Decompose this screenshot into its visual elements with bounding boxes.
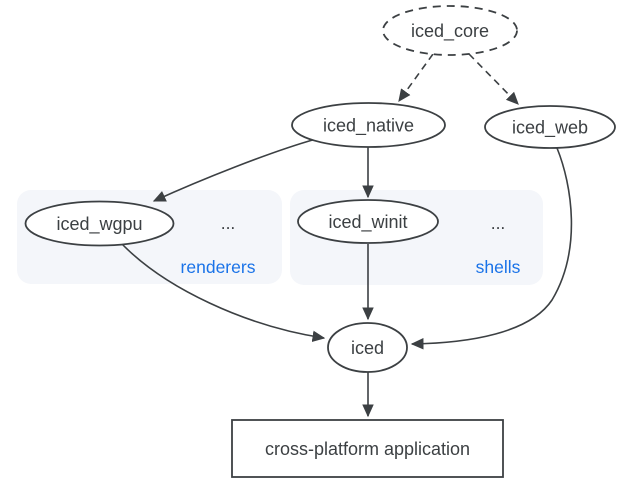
node-iced-winit: iced_winit (297, 199, 439, 244)
node-iced-wgpu: iced_wgpu (24, 200, 175, 247)
iced-core-ellipse (382, 5, 518, 56)
edge-iced-core-to-iced-web (468, 53, 519, 105)
iced-web-ellipse (484, 105, 616, 149)
renderers-group-label: renderers (181, 257, 256, 277)
node-iced-core: iced_core (382, 5, 518, 56)
application-label: cross-platform application (265, 439, 470, 459)
iced-winit-ellipse (297, 199, 439, 244)
iced-web-label: iced_web (512, 118, 588, 139)
iced-label: iced (351, 338, 384, 358)
iced-wgpu-label: iced_wgpu (56, 214, 142, 235)
iced-native-label: iced_native (323, 116, 414, 137)
node-application: cross-platform application (231, 419, 504, 478)
iced-core-label: iced_core (411, 21, 489, 42)
node-iced: iced (327, 322, 408, 373)
iced-wgpu-ellipse (24, 200, 175, 247)
renderers-ellipsis: ... (221, 213, 236, 233)
shells-ellipsis: ... (491, 213, 506, 233)
edge-iced-web-to-iced (410, 147, 573, 350)
iced-native-ellipse (291, 102, 446, 148)
node-iced-native: iced_native (291, 102, 446, 148)
application-rect (231, 419, 504, 478)
edge-iced-wgpu-to-iced (121, 243, 326, 342)
edge-iced-core-to-iced-native (398, 53, 434, 103)
iced-winit-label: iced_winit (328, 212, 407, 233)
iced-ellipse (327, 322, 408, 373)
edge-iced-native-to-iced-wgpu (152, 138, 317, 202)
node-iced-web: iced_web (484, 105, 616, 149)
shells-group-label: shells (476, 257, 521, 277)
